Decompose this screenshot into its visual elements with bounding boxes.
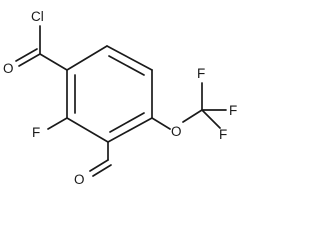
cf3-fluorine-top-label: F — [197, 66, 205, 81]
acyl-oxygen-label: O — [3, 61, 14, 76]
chemical-structure: Cl O F O O F F F — [3, 9, 237, 187]
ring-bond — [106, 45, 153, 71]
carbonyl-carbon-bond — [39, 53, 68, 71]
ring-double-bond-inner — [109, 112, 145, 133]
aldehyde-c-o-double-bond — [89, 159, 109, 172]
ring-bond — [66, 45, 108, 71]
aldehyde-c-o-double-bond — [92, 164, 112, 177]
benzene-ring — [66, 45, 153, 143]
fluorine-label: F — [32, 125, 40, 140]
ring-bond — [107, 117, 153, 143]
c-o-double-bond — [15, 48, 38, 62]
c-o-ether-bond — [151, 117, 171, 130]
aldehyde-group: O — [74, 141, 112, 187]
ether-oxygen-label: O — [171, 124, 182, 139]
fluoro-substituent: F — [32, 117, 68, 140]
cf3-fluorine-bottom-label: F — [219, 127, 227, 142]
o-cf3-bond — [182, 109, 203, 123]
cf3-f-bottom-bond — [201, 109, 221, 129]
c-f-bond — [47, 117, 68, 130]
c-o-double-bond — [18, 53, 41, 67]
ring-double-bond-inner — [108, 55, 145, 76]
trifluoromethoxy-group: O F F F — [151, 66, 237, 142]
aldehyde-oxygen-label: O — [74, 172, 85, 187]
ring-bond — [66, 117, 109, 143]
cf3-fluorine-right-label: F — [229, 103, 237, 118]
chlorine-label: Cl — [31, 9, 44, 24]
acyl-chloride-group: Cl O — [3, 9, 68, 76]
